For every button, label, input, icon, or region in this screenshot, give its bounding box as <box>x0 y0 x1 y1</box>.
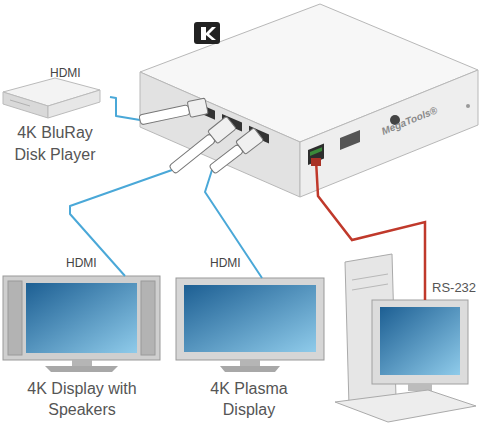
rs232-cable <box>316 160 425 300</box>
display-stand <box>72 360 92 366</box>
display-frame <box>3 276 160 360</box>
speaker <box>8 281 22 355</box>
player-front <box>3 92 48 118</box>
plug-boot <box>139 105 190 125</box>
cable-label: HDMI <box>210 256 241 270</box>
plug-head <box>187 98 208 117</box>
node-label: 4K Plasma Display <box>194 378 304 420</box>
plasma-stand <box>240 360 260 366</box>
ground-screw <box>466 104 470 108</box>
plasma-frame <box>176 278 324 360</box>
plug-head <box>236 128 264 155</box>
display-base <box>45 366 118 372</box>
brand-logo <box>194 22 220 44</box>
rs232-plug <box>311 158 321 166</box>
hdmi-port <box>195 102 215 120</box>
disc-tray <box>10 100 30 106</box>
player-side <box>48 90 100 118</box>
hdmi-cable <box>110 97 140 120</box>
device-port-face <box>140 72 300 197</box>
rs232-terminal <box>308 144 324 166</box>
hdmi-cable <box>205 170 262 278</box>
drive-bay <box>352 284 388 290</box>
plug-boot <box>209 144 244 174</box>
plasma-display: 4K Plasma Display <box>172 278 327 418</box>
pc-screen <box>380 307 460 375</box>
hdmi-port <box>222 114 242 132</box>
hdmi-plug <box>167 116 236 176</box>
hdmi-plug <box>138 98 208 128</box>
keyboard <box>335 390 476 422</box>
node-label: MegaTools® <box>380 104 439 137</box>
dip-switch <box>340 130 360 150</box>
splitter-device: MegaTools® <box>140 0 480 170</box>
display-speakers: 4K Display with Speakers <box>0 276 165 418</box>
plasma-base <box>220 366 280 372</box>
display-screen <box>26 283 137 353</box>
cable-label: HDMI <box>66 256 97 270</box>
plasma-screen <box>184 285 316 352</box>
drive-bay <box>352 274 388 280</box>
hdmi-port <box>249 126 269 144</box>
hdmi-plug <box>207 128 264 177</box>
node-label: 4K BluRay Disk Player <box>7 122 103 166</box>
bluray-player: 4K BluRay Disk Player <box>0 76 110 162</box>
plug-boot <box>169 134 216 174</box>
speaker <box>141 281 155 355</box>
node-label: 4K Display with Speakers <box>7 378 157 420</box>
terminal-strip <box>310 147 322 156</box>
pc-monitor <box>372 300 468 384</box>
cable-label: HDMI <box>50 66 81 80</box>
cable-label: RS-232 <box>432 280 476 295</box>
device-side-face <box>300 70 478 197</box>
plug-head <box>208 116 237 143</box>
brand-logo-mark <box>201 27 216 40</box>
